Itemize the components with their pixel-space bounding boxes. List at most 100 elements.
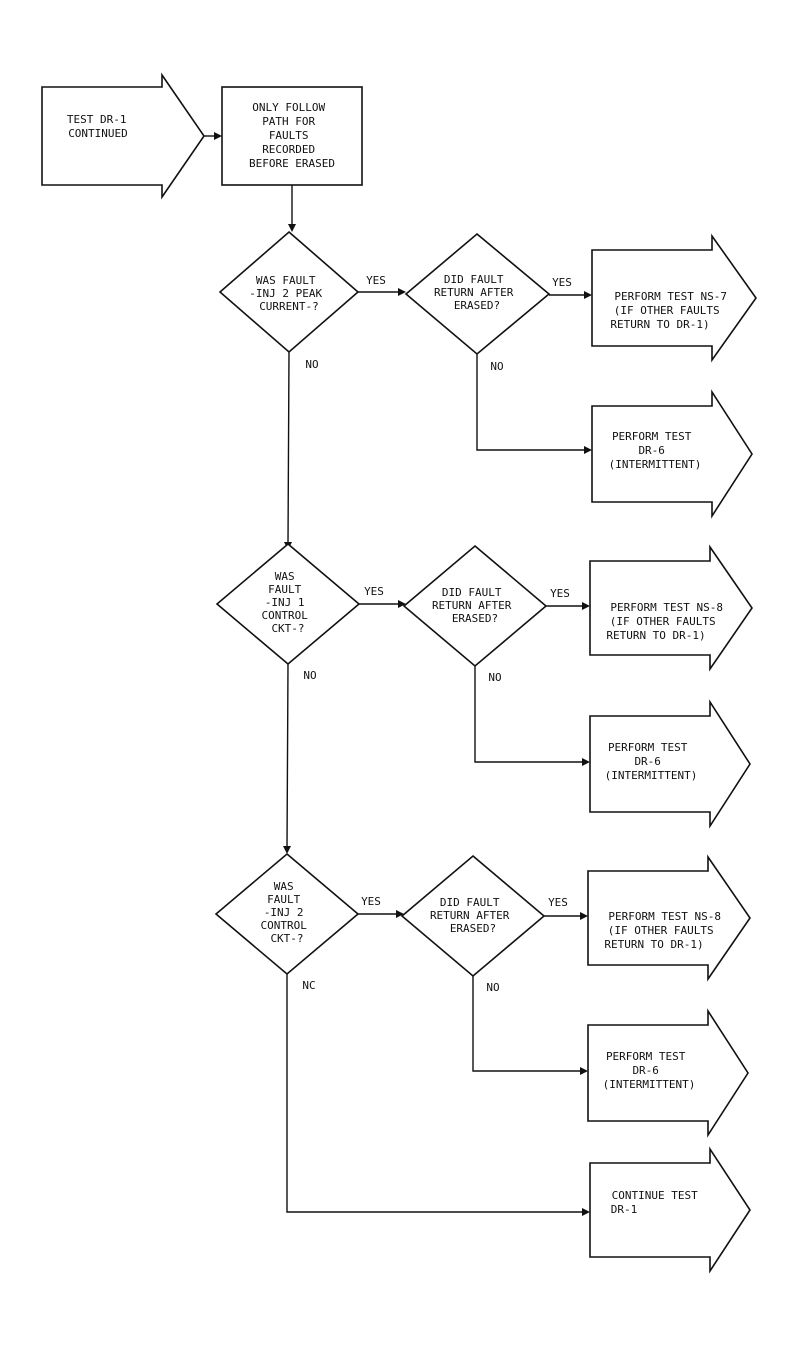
note-text: ONLY FOLLOW PATH FOR FAULTS RECORDED BEF… bbox=[249, 101, 335, 170]
no-label: NO bbox=[488, 671, 501, 684]
question-line: CONTROL bbox=[262, 609, 309, 622]
recheck-text: DID FAULT RETURN AFTER ERASED? bbox=[432, 586, 518, 625]
action-line: DR-6 bbox=[638, 444, 665, 457]
yes-action-text: PERFORM TEST NS-7 (IF OTHER FAULTS RETUR… bbox=[610, 290, 733, 331]
note-line: RECORDED bbox=[262, 143, 315, 156]
recheck-line: RETURN AFTER bbox=[430, 909, 510, 922]
arrowhead bbox=[398, 600, 406, 608]
action-line: PERFORM TEST bbox=[606, 1050, 686, 1063]
question-line: -INJ 1 bbox=[265, 596, 305, 609]
no-action-arrow bbox=[591, 389, 753, 519]
no-action-arrow bbox=[587, 1008, 749, 1138]
question-line: WAS bbox=[275, 570, 295, 583]
question-line: CONTROL bbox=[261, 919, 308, 932]
action-line: (IF OTHER FAULTS bbox=[608, 924, 714, 937]
question-line: WAS FAULT bbox=[256, 274, 316, 287]
yes-action-arrow bbox=[589, 544, 753, 672]
question-line: CKT-? bbox=[271, 622, 304, 635]
recheck-line: DID FAULT bbox=[442, 586, 502, 599]
note-line: BEFORE ERASED bbox=[249, 157, 335, 170]
yes-action-arrow bbox=[591, 233, 757, 363]
end-arrow bbox=[589, 1146, 751, 1274]
no-path bbox=[286, 974, 582, 1213]
action-line: DR-6 bbox=[632, 1064, 659, 1077]
no-label: NO bbox=[486, 981, 499, 994]
yes-action-arrow bbox=[587, 854, 751, 982]
question-line: -INJ 2 bbox=[264, 906, 304, 919]
action-line: (INTERMITTENT) bbox=[603, 1078, 696, 1091]
no-action-arrow bbox=[589, 699, 751, 829]
arrowhead bbox=[283, 846, 291, 854]
arrowhead bbox=[582, 1208, 590, 1216]
no-label: NO bbox=[303, 669, 316, 682]
no-path bbox=[472, 976, 580, 1072]
action-line: RETURN TO DR-1) bbox=[610, 318, 709, 331]
question-line: FAULT bbox=[268, 583, 301, 596]
arrowhead bbox=[584, 291, 592, 299]
question-line: CURRENT-? bbox=[259, 300, 319, 313]
yes-label: YES bbox=[550, 587, 570, 600]
question-diamond bbox=[214, 852, 360, 976]
start-text: TEST DR-1 CONTINUED bbox=[67, 113, 133, 140]
recheck-line: DID FAULT bbox=[444, 273, 504, 286]
action-line: DR-6 bbox=[634, 755, 661, 768]
no-label: NO bbox=[305, 358, 318, 371]
recheck-line: DID FAULT bbox=[440, 896, 500, 909]
arrowhead bbox=[398, 288, 406, 296]
recheck-line: RETURN AFTER bbox=[434, 286, 514, 299]
recheck-text: DID FAULT RETURN AFTER ERASED? bbox=[430, 896, 516, 935]
no-label: NO bbox=[490, 360, 503, 373]
note-box bbox=[221, 86, 363, 186]
yes-label: YES bbox=[548, 896, 568, 909]
question-line: FAULT bbox=[267, 893, 300, 906]
yes-label: YES bbox=[366, 274, 386, 287]
recheck-text: DID FAULT RETURN AFTER ERASED? bbox=[434, 273, 520, 312]
recheck-line: ERASED? bbox=[452, 612, 498, 625]
end-text: CONTINUE TEST DR-1 bbox=[611, 1189, 705, 1216]
question-diamond bbox=[215, 542, 361, 666]
action-line: PERFORM TEST bbox=[612, 430, 692, 443]
action-line: RETURN TO DR-1) bbox=[606, 629, 705, 642]
no-action-text: PERFORM TEST DR-6 (INTERMITTENT) bbox=[609, 430, 702, 471]
arrowhead bbox=[584, 446, 592, 454]
action-line: (IF OTHER FAULTS bbox=[614, 304, 720, 317]
question-text: WAS FAULT -INJ 1 CONTROL CKT-? bbox=[262, 570, 315, 635]
note-line: PATH FOR bbox=[262, 115, 315, 128]
arrowhead bbox=[580, 912, 588, 920]
recheck-line: ERASED? bbox=[454, 299, 500, 312]
yes-label: YES bbox=[364, 585, 384, 598]
end-line: DR-1 bbox=[611, 1203, 638, 1216]
no-path bbox=[474, 666, 582, 763]
arrowhead bbox=[396, 910, 404, 918]
note-line: FAULTS bbox=[269, 129, 309, 142]
action-line: PERFORM TEST NS-8 bbox=[610, 601, 723, 614]
yes-label: YES bbox=[552, 276, 572, 289]
question-line: CKT-? bbox=[270, 932, 303, 945]
yes-label: YES bbox=[361, 895, 381, 908]
arrowhead bbox=[580, 1067, 588, 1075]
arrowhead bbox=[214, 132, 222, 140]
question-line: -INJ 2 PEAK bbox=[249, 287, 322, 300]
arrowhead bbox=[582, 602, 590, 610]
arrowhead bbox=[288, 224, 296, 232]
recheck-line: ERASED? bbox=[450, 922, 496, 935]
action-line: (INTERMITTENT) bbox=[605, 769, 698, 782]
question-text: WAS FAULT -INJ 2 CONTROL CKT-? bbox=[261, 880, 314, 945]
no-path bbox=[287, 351, 290, 545]
no-action-text: PERFORM TEST DR-6 (INTERMITTENT) bbox=[605, 741, 698, 782]
end-line: CONTINUE TEST bbox=[612, 1189, 698, 1202]
recheck-line: RETURN AFTER bbox=[432, 599, 512, 612]
arrowhead bbox=[582, 758, 590, 766]
start-arrow bbox=[41, 72, 205, 200]
start-line: TEST DR-1 bbox=[67, 113, 127, 126]
action-line: (INTERMITTENT) bbox=[609, 458, 702, 471]
action-line: (IF OTHER FAULTS bbox=[610, 615, 716, 628]
question-text: WAS FAULT -INJ 2 PEAK CURRENT-? bbox=[249, 274, 328, 313]
no-action-text: PERFORM TEST DR-6 (INTERMITTENT) bbox=[603, 1050, 696, 1091]
no-path bbox=[286, 663, 289, 849]
start-line: CONTINUED bbox=[68, 127, 128, 140]
action-line: PERFORM TEST NS-7 bbox=[614, 290, 727, 303]
question-diamond bbox=[218, 230, 360, 354]
yes-action-text: PERFORM TEST NS-8 (IF OTHER FAULTS RETUR… bbox=[604, 910, 727, 951]
no-path bbox=[476, 354, 584, 451]
